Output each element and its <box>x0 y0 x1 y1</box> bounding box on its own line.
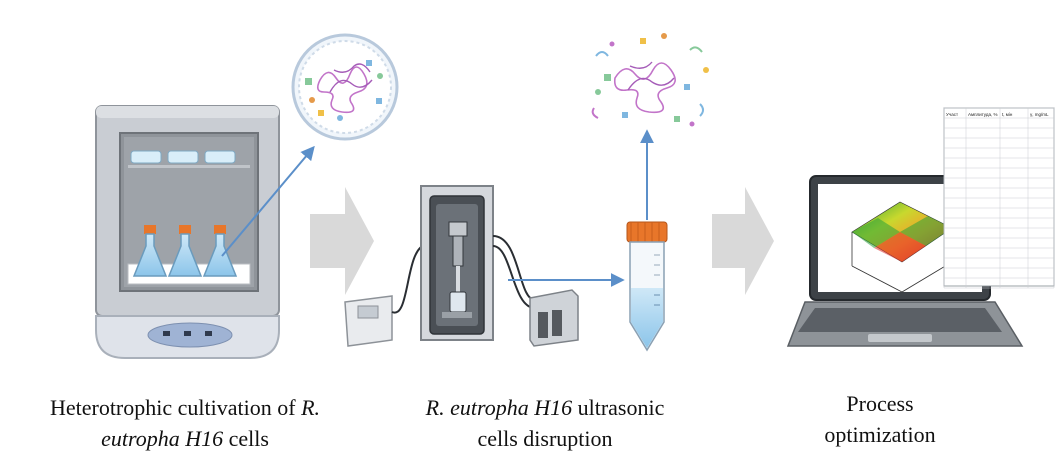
table-header-cell: t, мін <box>1002 112 1013 117</box>
process-chevron <box>712 187 774 295</box>
table-header-cell: γ, mg/mL <box>1030 112 1049 117</box>
table-header-cell: Участ <box>946 112 958 117</box>
arrow-to-cell <box>221 145 315 257</box>
table-header-cell: Амплитуда, % <box>968 112 998 117</box>
culture-flask-icon <box>202 225 238 277</box>
culture-flask-icon <box>167 225 203 277</box>
lysed-cell-icon <box>591 33 709 127</box>
caption-disruption: R. eutropha H16 ultrasonic cells disrupt… <box>425 395 665 451</box>
caption-optimization: Process optimization <box>824 391 936 447</box>
process-chevron <box>310 187 374 295</box>
cell-icon <box>291 33 399 141</box>
culture-flask-icon <box>132 225 168 277</box>
centrifuge-tube-icon <box>626 221 668 352</box>
sonicator-icon <box>344 185 579 347</box>
data-table-icon: Участ Амплитуда, % t, мін γ, mg/mL <box>943 107 1055 289</box>
caption-cultivation: Heterotrophic cultivation of R. eutropha… <box>49 395 321 451</box>
